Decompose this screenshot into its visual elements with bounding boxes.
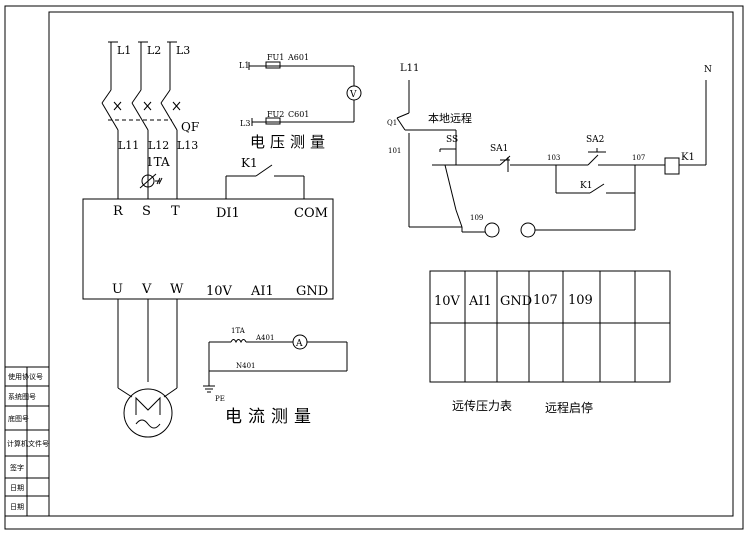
breaker-label: QF	[181, 120, 199, 134]
wire-n401: N401	[236, 362, 256, 370]
k1-label: K1	[241, 156, 258, 170]
terminal-109-right	[520, 222, 536, 238]
breaker-out-l12: L12	[148, 139, 169, 152]
ct-main-coil	[141, 174, 155, 188]
wire-103: 103	[547, 154, 560, 162]
pe-label: PE	[215, 395, 225, 403]
wire-a601: A601	[287, 53, 309, 62]
volt-l1-label: L1	[239, 61, 249, 70]
caption-pressure: 远传压力表	[452, 398, 512, 413]
feed-label-l2: L2	[147, 44, 161, 57]
title-block-cell-4: 签字	[10, 463, 24, 472]
wire-107: 107	[632, 154, 645, 162]
fuse-fu1-label: FU1	[267, 53, 284, 62]
current-ta-label: 1TA	[231, 327, 246, 335]
wire-109: 109	[470, 214, 483, 222]
vfd-gnd: GND	[296, 284, 328, 299]
ammeter-symbol: A	[295, 339, 303, 349]
breaker-out-l11: L11	[118, 139, 139, 152]
wire-101: 101	[388, 147, 401, 155]
breaker-cross-marks	[113, 101, 181, 111]
terminal-cell-2: GND	[500, 294, 532, 309]
title-block-cell-3: 计算机文件号	[7, 439, 49, 448]
ctrl-mode-label: 本地远程	[428, 111, 472, 125]
voltage-title: 电压测量	[250, 133, 330, 151]
title-block-cell-0: 使用协议号	[8, 372, 43, 381]
current-title: 电流测量	[225, 407, 317, 427]
switch-ss-label: SS	[446, 135, 458, 145]
title-block-cell-2: 底图号	[8, 414, 29, 423]
fuse-fu2	[265, 117, 281, 125]
control-circuit: L11 Q1 本地远程 101 SS 109 SA1 103	[387, 63, 712, 238]
wire-c601: C601	[288, 110, 309, 119]
feed-label-l1: L1	[117, 44, 131, 57]
k1-aux-label: K1	[580, 181, 592, 191]
vfd-output-w: W	[170, 282, 184, 297]
inner-frame	[48, 11, 734, 517]
vfd-com: COM	[294, 206, 328, 221]
power-circuit: L1 L2 L3 QF L11 L12 L13 1TA	[101, 41, 199, 199]
vfd-output-v: V	[141, 282, 152, 297]
terminal-109-left	[484, 222, 500, 238]
terminal-cell-1: AI1	[468, 294, 492, 309]
motor-symbol	[123, 388, 173, 438]
voltage-measurement: L1 FU1 A601 V L3 FU2 C601 电压测量	[239, 53, 362, 151]
outer-frame	[4, 5, 744, 530]
vfd-input-r: R	[113, 204, 124, 219]
ctrl-q1-label: Q1	[387, 119, 397, 127]
switch-sa1-label: SA1	[490, 144, 508, 154]
k1-coil	[664, 157, 680, 175]
terminal-cell-4: 109	[568, 293, 593, 308]
k1-coil-label: K1	[681, 152, 695, 163]
vfd-10v: 10V	[206, 284, 233, 299]
vfd-di1: DI1	[216, 206, 240, 221]
vfd-input-t: T	[171, 204, 180, 219]
terminal-cell-3: 107	[533, 293, 558, 308]
ctrl-n-label: N	[704, 65, 712, 75]
wire-a401: A401	[255, 334, 274, 342]
caption-remote: 远程启停	[545, 400, 593, 415]
voltmeter-symbol: V	[349, 90, 357, 100]
fuse-fu1	[265, 61, 281, 69]
feed-label-l3: L3	[176, 44, 190, 57]
vfd-ai1: AI1	[250, 284, 274, 299]
volt-l3-label: L3	[240, 119, 250, 128]
title-block-cell-6: 日期	[10, 503, 24, 511]
switch-sa2-label: SA2	[586, 135, 604, 145]
ct-main-label: 1TA	[146, 155, 170, 169]
motor	[117, 299, 178, 438]
vfd-input-s: S	[142, 204, 151, 219]
vfd-box	[82, 198, 334, 300]
title-block-cell-1: 系统图号	[8, 392, 36, 401]
k1-start-contact: K1	[225, 156, 305, 199]
fuse-fu2-label: FU2	[267, 110, 284, 119]
vfd-output-u: U	[112, 282, 123, 297]
breaker-out-l13: L13	[177, 139, 198, 152]
current-measurement: 1TA A401 A N401 PE 电流测量	[203, 327, 348, 427]
title-block: 使用协议号 系统图号 底图号 计算机文件号 签字 日期 日期	[4, 366, 50, 517]
terminal-block: 10V AI1 GND 107 109	[429, 270, 671, 383]
terminal-cell-0: 10V	[434, 294, 461, 309]
vfd-unit: R S T DI1 COM U V W 10V AI1 GND	[82, 198, 334, 300]
ctrl-l11-label: L11	[400, 63, 419, 74]
title-block-cell-5: 日期	[10, 484, 24, 492]
